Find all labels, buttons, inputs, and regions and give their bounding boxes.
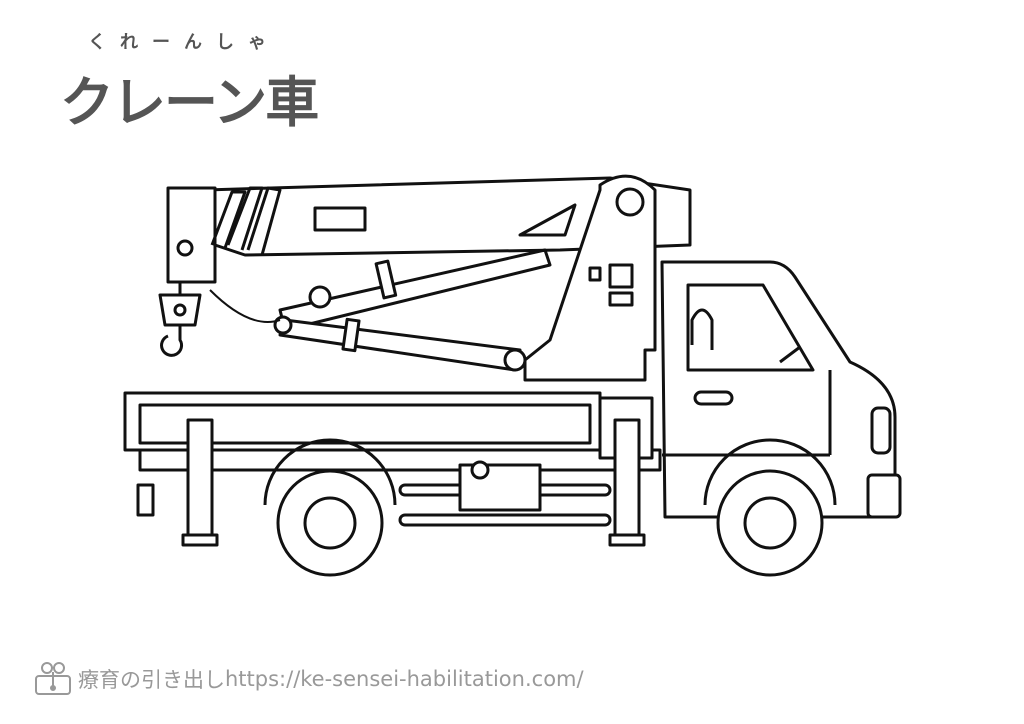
footer-brand: 療育の引き出し xyxy=(78,668,225,692)
truck-cab xyxy=(660,260,902,519)
outriggers xyxy=(181,418,646,547)
page-title: クレーン車 xyxy=(60,71,319,134)
title-ruby: くれーんしゃ xyxy=(88,32,280,53)
hook xyxy=(158,282,202,357)
crane-boom xyxy=(166,176,692,284)
footer-url[interactable]: https://ke-sensei-habilitation.com/ xyxy=(225,667,584,691)
hydraulic-cylinders xyxy=(209,248,552,372)
gift-box-sprout-icon xyxy=(35,662,71,695)
crane-column xyxy=(523,174,657,382)
wheels xyxy=(263,438,837,577)
